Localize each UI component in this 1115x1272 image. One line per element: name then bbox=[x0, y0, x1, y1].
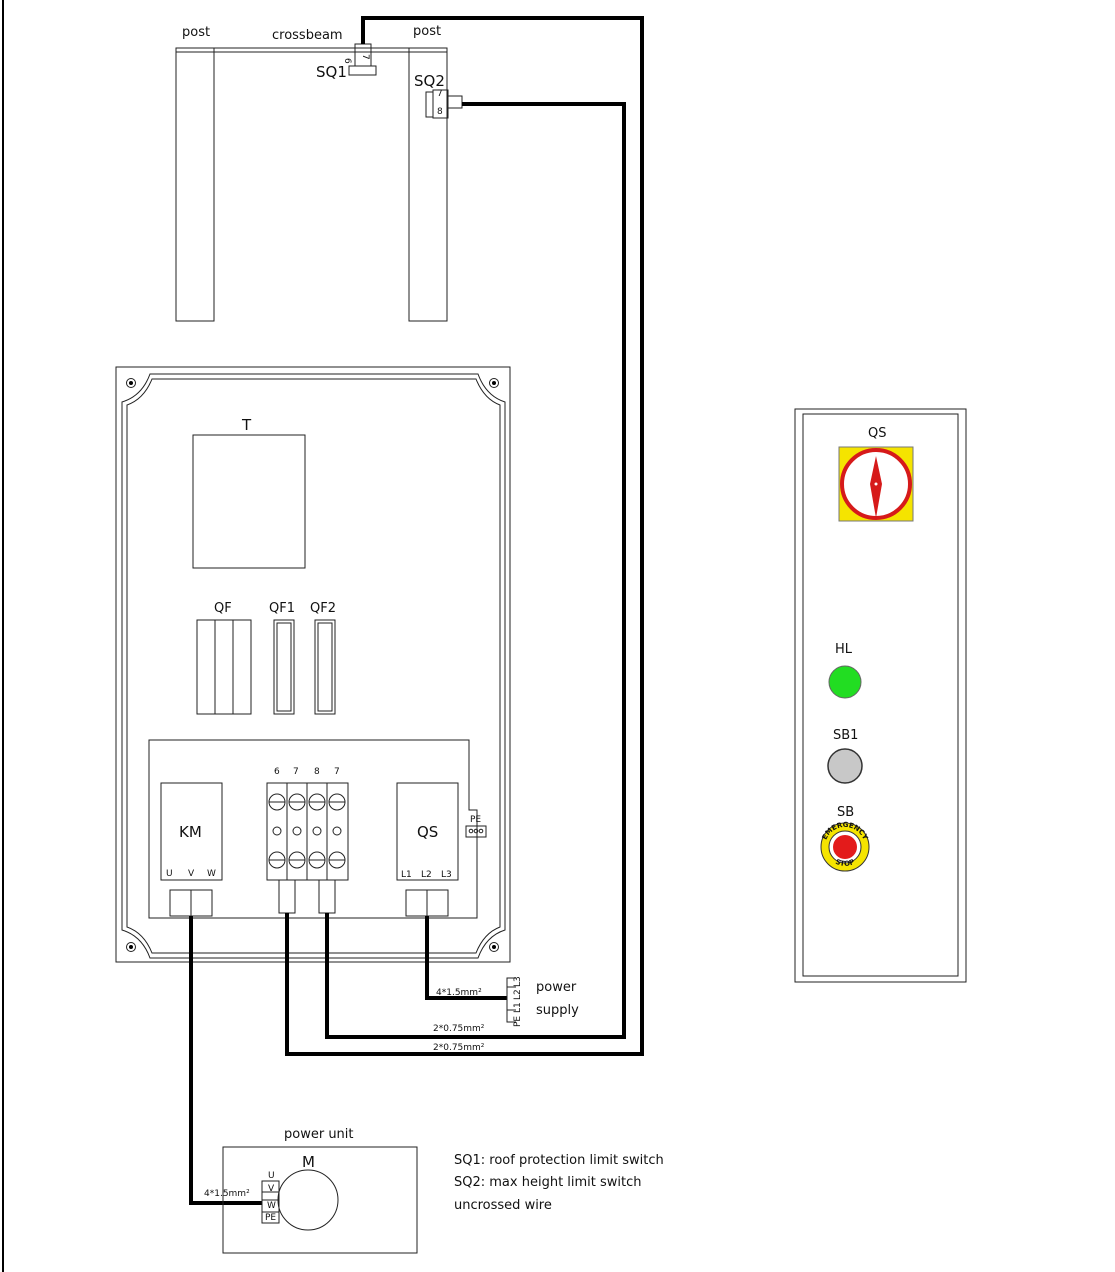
svg-text:U: U bbox=[166, 869, 173, 879]
pe-terminal: PE bbox=[465, 815, 487, 838]
wire-power-supply bbox=[425, 916, 507, 1000]
svg-text:L1: L1 bbox=[513, 1002, 523, 1013]
svg-text:PE: PE bbox=[265, 1213, 276, 1223]
panel-qs-label: QS bbox=[868, 426, 886, 441]
qf2-label: QF2 bbox=[310, 601, 336, 616]
crossbeam-bar bbox=[175, 47, 448, 53]
power-supply-connector: PE L1 L2 L3 power supply bbox=[506, 976, 579, 1027]
legend-line-3: uncrossed wire bbox=[454, 1198, 552, 1213]
legend-line-2: SQ2: max height limit switch bbox=[454, 1175, 642, 1190]
svg-text:U: U bbox=[268, 1171, 275, 1181]
cable-power-label: 4*1.5mm² bbox=[436, 988, 482, 998]
svg-text:L2: L2 bbox=[513, 989, 523, 1000]
power-unit: power unit M U V W PE 4*1.5mm² bbox=[204, 1127, 418, 1254]
qf-label: QF bbox=[214, 601, 232, 616]
motor-label: M bbox=[302, 1153, 315, 1171]
svg-text:L3: L3 bbox=[441, 870, 452, 880]
svg-text:7: 7 bbox=[334, 767, 340, 777]
svg-text:6: 6 bbox=[342, 58, 352, 64]
power-unit-box bbox=[222, 1146, 418, 1254]
transformer bbox=[192, 434, 306, 569]
sq2-label: SQ2 bbox=[414, 72, 445, 90]
terminal-block: 6 7 8 7 bbox=[266, 767, 349, 914]
qs-handle bbox=[870, 456, 882, 518]
panel-hl-label: HL bbox=[835, 642, 853, 657]
cabinet-inner-frame bbox=[121, 373, 506, 959]
svg-text:V: V bbox=[188, 869, 195, 879]
sq1-label: SQ1 bbox=[316, 63, 347, 81]
panel-inner bbox=[802, 413, 959, 977]
svg-text:L2: L2 bbox=[421, 870, 432, 880]
power-unit-label: power unit bbox=[284, 1127, 354, 1142]
mounting-plate bbox=[148, 739, 478, 919]
hl-lamp bbox=[828, 665, 862, 699]
svg-text:8: 8 bbox=[437, 107, 443, 117]
sb1-button bbox=[827, 748, 863, 784]
qf1-label: QF1 bbox=[269, 601, 295, 616]
qf-breaker bbox=[196, 619, 252, 715]
panel-sb-label: SB bbox=[837, 805, 854, 820]
svg-text:7: 7 bbox=[437, 89, 443, 99]
wire-sq2 bbox=[325, 102, 626, 1039]
wiring bbox=[189, 16, 644, 1205]
control-cabinet: T QF QF1 QF2 KM U V W bbox=[115, 366, 511, 963]
panel-outer bbox=[794, 408, 967, 983]
post-left-label: post bbox=[182, 25, 210, 40]
power-supply-label-2: supply bbox=[536, 1003, 579, 1018]
legend-line-1: SQ1: roof protection limit switch bbox=[454, 1153, 664, 1168]
qf1-breaker bbox=[273, 619, 295, 715]
svg-text:W: W bbox=[267, 1201, 276, 1211]
post-left bbox=[175, 47, 215, 322]
svg-text:7: 7 bbox=[360, 54, 370, 60]
panel-sb1-label: SB1 bbox=[833, 728, 858, 743]
km-contactor: KM U V W bbox=[160, 782, 223, 917]
operator-panel: QS HL SB1 SB EMERGENCY STOP bbox=[794, 408, 967, 983]
svg-text:L1: L1 bbox=[401, 870, 412, 880]
post-right-label: post bbox=[413, 24, 441, 39]
crossbeam-label: crossbeam bbox=[272, 28, 343, 43]
lift-structure: post crossbeam post 6 7 SQ1 7 8 SQ2 bbox=[175, 24, 463, 322]
svg-text:7: 7 bbox=[293, 767, 299, 777]
transformer-label: T bbox=[241, 416, 252, 434]
legend: SQ1: roof protection limit switch SQ2: m… bbox=[454, 1153, 664, 1213]
svg-text:L3: L3 bbox=[513, 976, 523, 987]
km-label: KM bbox=[179, 823, 202, 841]
cabinet-outer bbox=[115, 366, 511, 963]
svg-text:V: V bbox=[268, 1184, 275, 1194]
cable-sq2-label: 2*0.75mm² bbox=[433, 1024, 485, 1034]
qf2-breaker bbox=[314, 619, 336, 715]
svg-text:W: W bbox=[207, 869, 216, 879]
power-supply-label-1: power bbox=[536, 980, 577, 995]
svg-text:STOP: STOP bbox=[834, 858, 856, 868]
motor-cable-label: 4*1.5mm² bbox=[204, 1189, 250, 1199]
svg-text:PE: PE bbox=[513, 1016, 523, 1027]
qs-main-switch: QS L1 L2 L3 bbox=[396, 782, 459, 917]
wire-motor bbox=[189, 916, 262, 1205]
sq1-limit-switch: 6 7 SQ1 bbox=[316, 43, 377, 81]
svg-text:8: 8 bbox=[314, 767, 320, 777]
cable-sq1-label: 2*0.75mm² bbox=[433, 1043, 485, 1053]
cabinet-screws bbox=[126, 378, 499, 952]
svg-text:6: 6 bbox=[274, 767, 280, 777]
svg-text:PE: PE bbox=[470, 815, 481, 825]
sq2-limit-switch: 7 8 SQ2 bbox=[414, 72, 463, 119]
motor-symbol bbox=[277, 1169, 339, 1231]
emergency-stop: EMERGENCY STOP bbox=[820, 821, 870, 872]
qs-label: QS bbox=[417, 823, 438, 841]
wire-sq1 bbox=[285, 16, 644, 1056]
